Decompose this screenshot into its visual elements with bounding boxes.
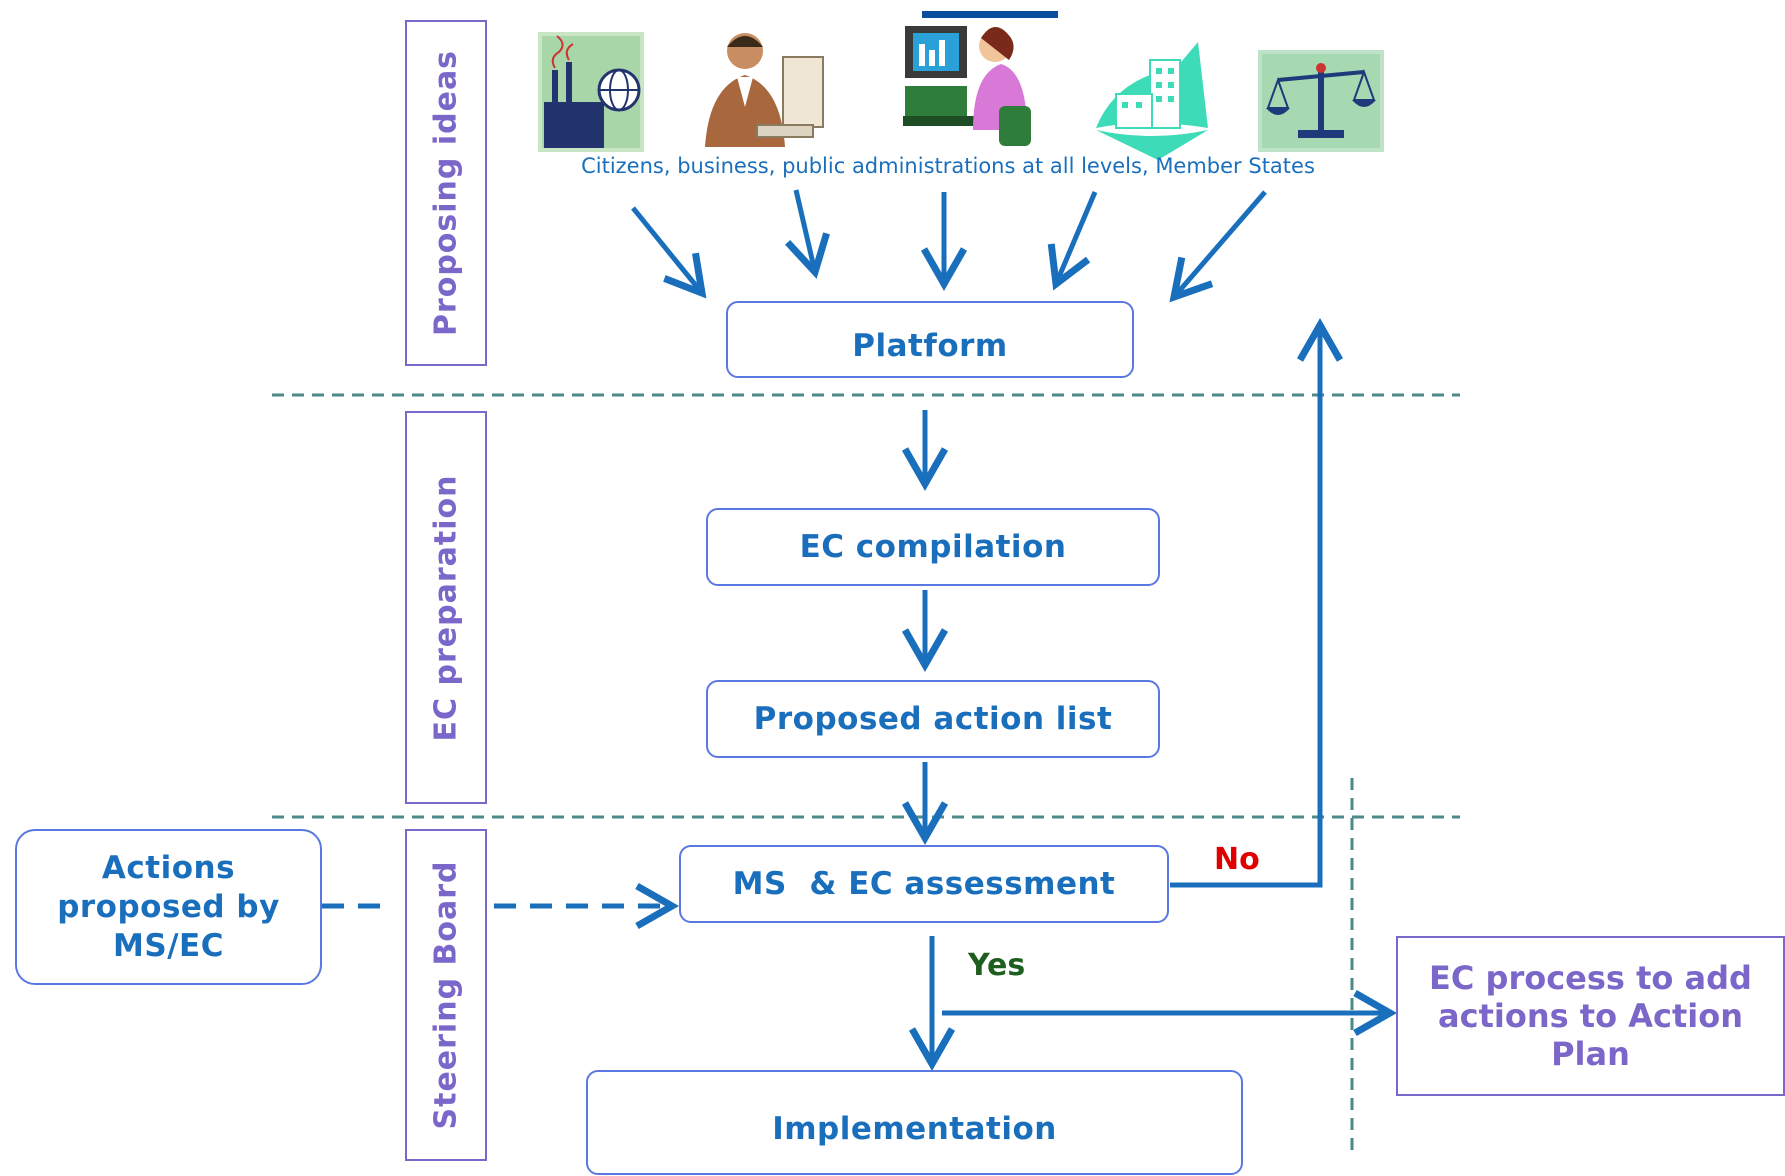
arrow-no-feedback — [1170, 317, 1344, 888]
factory-globe-icon — [538, 32, 644, 152]
platform-label: Platform — [852, 327, 1008, 364]
building-icon — [1096, 42, 1208, 160]
phase-ec-preparation: EC preparation — [405, 411, 487, 804]
phase-proposing-label: Proposing ideas — [428, 49, 464, 337]
header-bar — [922, 11, 1058, 18]
scales-of-justice-icon — [1258, 50, 1384, 152]
phase-proposing-ideas: Proposing ideas — [405, 20, 487, 366]
proposed-action-list-label: Proposed action list — [753, 701, 1113, 737]
ec-process-label: EC process to add actions to Action Plan — [1429, 959, 1752, 1073]
woman-computer-icon — [903, 26, 1031, 146]
arrow-stakeholder-5 — [1169, 190, 1267, 303]
phase-preparation-label: EC preparation — [428, 474, 464, 741]
decision-no-label: No — [1214, 842, 1260, 877]
businessman-computer-icon — [705, 33, 824, 147]
ec-process-node: EC process to add actions to Action Plan — [1396, 936, 1785, 1096]
platform-node: Platform — [726, 301, 1134, 378]
proposed-action-list-node: Proposed action list — [706, 680, 1160, 758]
implementation-label: Implementation — [772, 1110, 1057, 1147]
implementation-node: Implementation — [586, 1070, 1243, 1175]
ms-ec-actions-node: Actions proposed by MS/EC — [15, 829, 322, 985]
arrow-stakeholder-2 — [785, 189, 830, 279]
arrow-stakeholder-4 — [1047, 191, 1098, 291]
ms-ec-actions-label: Actions proposed by MS/EC — [57, 849, 280, 964]
phase-steering-board: Steering Board — [405, 829, 487, 1161]
assessment-node: MS & EC assessment — [679, 845, 1169, 923]
assessment-label: MS & EC assessment — [732, 866, 1116, 902]
stakeholders-caption: Citizens, business, public administratio… — [581, 154, 1315, 178]
arrow-stakeholder-1 — [631, 206, 707, 299]
phase-steering-label: Steering Board — [428, 860, 464, 1130]
ec-compilation-node: EC compilation — [706, 508, 1160, 586]
decision-yes-label: Yes — [968, 948, 1026, 983]
ec-compilation-label: EC compilation — [799, 529, 1067, 565]
